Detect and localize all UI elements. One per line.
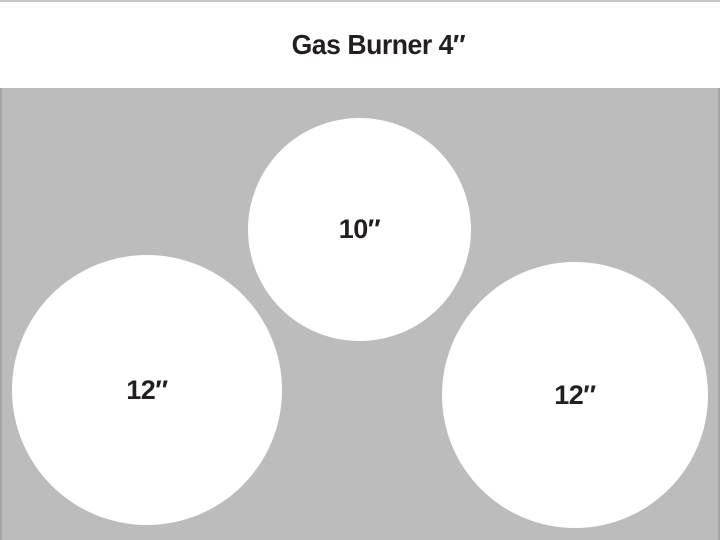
burner-circle-12-left: 12″ <box>12 255 282 525</box>
diagram-header: Gas Burner 4″ <box>0 2 720 88</box>
burner-circle-12-right: 12″ <box>442 262 708 528</box>
diagram-title: Gas Burner 4″ <box>291 29 465 60</box>
burner-size-label: 10″ <box>338 214 381 244</box>
burner-size-label: 12″ <box>554 379 596 410</box>
burner-circle-10: 10″ <box>248 118 471 341</box>
burner-size-label: 12″ <box>126 374 168 405</box>
cooktop-surface: 10″ 12″ 12″ <box>0 88 720 540</box>
